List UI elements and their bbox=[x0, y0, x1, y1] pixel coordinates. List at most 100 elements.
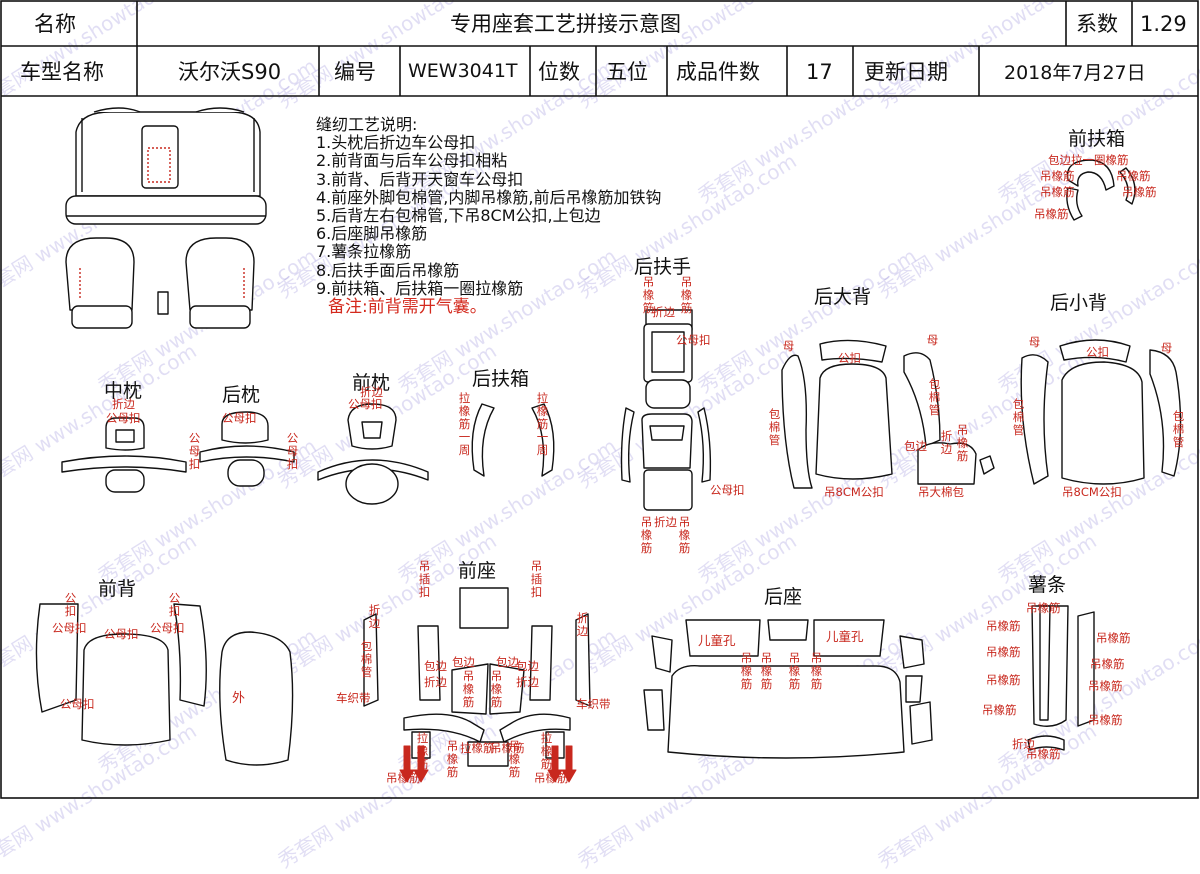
label-male-female-clip: 公母扣 bbox=[188, 431, 201, 471]
label-pull-elastic: 拉橡筋 bbox=[540, 731, 553, 771]
label-wrap-edge: 包边 bbox=[516, 659, 539, 673]
name-label: 名称 bbox=[34, 12, 76, 36]
title-front-pillow: 前枕 bbox=[352, 372, 391, 394]
label-child-hole: 儿童孔 bbox=[826, 629, 864, 644]
label-hang-elastic: 吊橡筋 bbox=[986, 619, 1021, 633]
label-fold-edge: 折边 bbox=[516, 675, 539, 689]
note-item: 1.头枕后折边车公母扣 bbox=[316, 133, 476, 153]
label-female: 母 bbox=[926, 333, 939, 347]
title-rear-armbox: 后扶箱 bbox=[472, 368, 530, 390]
label-wrap-tube: 包棉管 bbox=[1172, 409, 1185, 449]
label-male-female-clip: 公母扣 bbox=[710, 483, 745, 497]
label-male-female-clip: 公母扣 bbox=[52, 621, 87, 635]
note-item: 5.后背左右包棉管,下吊8CM公扣,上包边 bbox=[316, 206, 601, 226]
title-front-back: 前背 bbox=[98, 578, 137, 600]
title-rear-small-back: 后小背 bbox=[1050, 292, 1108, 314]
label-hang-insert-clip: 吊插扣 bbox=[530, 559, 543, 599]
label-hang-elastic: 吊橡筋 bbox=[508, 739, 521, 779]
label-elastic-pull-circle: 拉橡筋一周 bbox=[458, 391, 471, 457]
front-seat-parts bbox=[363, 587, 591, 767]
rear-armbox-parts bbox=[471, 403, 555, 477]
label-hang-elastic: 吊橡筋 bbox=[1026, 747, 1061, 761]
note-item: 9.前扶箱、后扶箱一圈拉橡筋 bbox=[316, 278, 524, 298]
label-hang-elastic: 吊橡筋 bbox=[986, 673, 1021, 687]
label-child-hole: 儿童孔 bbox=[698, 633, 736, 648]
notes-remark: 备注:前背需开气囊。 bbox=[328, 297, 487, 318]
label-hang-elastic: 吊橡筋 bbox=[1034, 207, 1069, 221]
label-hang-insert-clip: 吊插扣 bbox=[418, 559, 431, 599]
label-female: 母 bbox=[1160, 341, 1173, 355]
label-hang-elastic: 吊橡筋 bbox=[986, 645, 1021, 659]
label-hang-elastic: 吊橡筋 bbox=[1116, 169, 1151, 183]
label-wrap-edge: 包边 bbox=[496, 655, 519, 669]
front-back-parts bbox=[35, 603, 294, 766]
label-male-clip: 公扣 bbox=[64, 591, 77, 618]
note-item: 4.前座外脚包棉管,内脚吊橡筋,前后吊橡筋加铁钩 bbox=[316, 187, 662, 207]
drawing-canvas bbox=[0, 0, 1199, 799]
label-hang-elastic: 吊橡筋 bbox=[680, 275, 693, 315]
note-item: 6.后座脚吊橡筋 bbox=[316, 224, 428, 244]
label-hang-elastic: 吊橡筋 bbox=[642, 275, 655, 315]
label-male-female-clip: 公母扣 bbox=[106, 411, 141, 425]
date-label: 更新日期 bbox=[864, 60, 948, 84]
label-male-female-clip: 公母扣 bbox=[60, 697, 95, 711]
label-hang-elastic: 吊橡筋 bbox=[1040, 185, 1075, 199]
front-pillow-parts bbox=[317, 403, 429, 505]
label-wrap-tube: 包棉管 bbox=[1012, 397, 1025, 437]
label-hang-elastic: 吊橡筋 bbox=[1088, 679, 1123, 693]
rear-small-back-parts bbox=[1020, 339, 1182, 485]
label-hang-elastic: 吊橡筋 bbox=[1026, 601, 1061, 615]
label-hang-big-wrap: 吊大棉包 bbox=[918, 485, 964, 499]
label-hang-elastic: 吊橡筋 bbox=[490, 741, 525, 755]
label-hang-elastic: 吊橡筋 bbox=[1096, 631, 1131, 645]
label-fold-edge: 折边 bbox=[368, 603, 381, 630]
label-hang-elastic: 吊橡筋 bbox=[386, 771, 421, 785]
coef-label: 系数 bbox=[1076, 12, 1118, 36]
label-hang-elastic: 吊橡筋 bbox=[640, 515, 653, 555]
note-item: 2.前背面与后车公母扣相粘 bbox=[316, 151, 508, 171]
note-item: 8.后扶手面后吊橡筋 bbox=[316, 260, 460, 280]
label-fold-edge: 折边 bbox=[576, 611, 589, 638]
rear-pillow-parts bbox=[199, 411, 295, 487]
label-male-clip: 公扣 bbox=[838, 351, 861, 365]
label-fold-edge: 折边 bbox=[652, 305, 675, 319]
sheet-border bbox=[0, 0, 1199, 799]
front-armbox-parts bbox=[1066, 159, 1136, 221]
label-male-clip: 公扣 bbox=[1086, 345, 1109, 359]
title-front-armbox: 前扶箱 bbox=[1068, 128, 1126, 150]
notes-heading: 缝纫工艺说明: bbox=[316, 115, 418, 134]
rear-armrest-parts bbox=[620, 309, 712, 511]
seat-overview bbox=[65, 107, 267, 329]
label-car-webbing: 车织带 bbox=[336, 691, 371, 705]
pieces-label: 成品件数 bbox=[676, 60, 760, 84]
label-male-female-clip: 公母扣 bbox=[286, 431, 299, 471]
front-seat-arrows bbox=[399, 745, 577, 783]
seats-label: 位数 bbox=[538, 60, 580, 84]
code-label: 编号 bbox=[334, 60, 376, 84]
label-male-female-clip: 公母扣 bbox=[222, 411, 257, 425]
label-male-clip: 公扣 bbox=[168, 591, 181, 618]
label-female: 母 bbox=[1028, 335, 1041, 349]
note-item: 7.薯条拉橡筋 bbox=[316, 242, 412, 262]
pieces-value: 17 bbox=[806, 60, 833, 84]
note-item: 3.前背、后背开天窗车公母扣 bbox=[316, 169, 524, 189]
label-fold-edge: 折边 bbox=[654, 515, 677, 529]
title-rear-pillow: 后枕 bbox=[222, 384, 261, 406]
label-pull-elastic: 拉橡筋 bbox=[460, 741, 495, 755]
label-fold-edge: 折边 bbox=[112, 397, 135, 411]
sewing-notes: 缝纫工艺说明: 1.头枕后折边车公母扣 2.前背面与后车公母扣相粘 3.前背、后… bbox=[316, 115, 662, 318]
rear-seat-parts bbox=[643, 619, 933, 759]
label-pull-elastic: 拉橡筋 bbox=[416, 731, 429, 771]
label-elastic-pull-circle: 拉橡筋一周 bbox=[536, 391, 549, 457]
label-wrap-edge: 包边 bbox=[452, 655, 475, 669]
label-hang-elastic: 吊橡筋 bbox=[788, 651, 801, 691]
label-hang-8cm: 吊8CM公扣 bbox=[824, 485, 884, 499]
label-hang-elastic: 吊橡筋 bbox=[1040, 169, 1075, 183]
seats-value: 五位 bbox=[606, 60, 648, 84]
sheet-title: 专用座套工艺拼接示意图 bbox=[450, 12, 681, 36]
label-male-female-clip: 公母扣 bbox=[348, 397, 383, 411]
model-value: 沃尔沃S90 bbox=[178, 60, 282, 84]
label-wrap-tube: 包棉管 bbox=[928, 377, 941, 417]
coef-value: 1.29 bbox=[1140, 12, 1187, 36]
